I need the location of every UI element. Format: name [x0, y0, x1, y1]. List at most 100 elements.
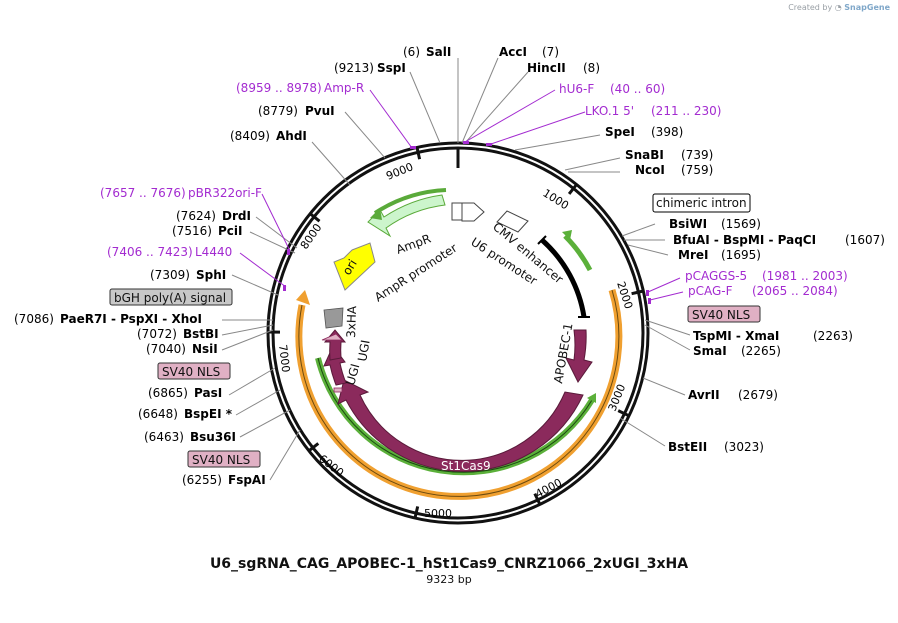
- tick-mark: [415, 147, 422, 160]
- sv40-nls-box-left-1[interactable]: [157, 362, 231, 380]
- enzyme-pos: (6648): [138, 407, 178, 421]
- tick-mark: [413, 506, 420, 519]
- enzyme-name[interactable]: PasI: [194, 386, 222, 400]
- primer-range: (1981 .. 2003): [762, 269, 848, 283]
- enzyme-name[interactable]: AccI: [499, 45, 527, 59]
- tick-label-9000: 9000: [384, 160, 415, 183]
- enzyme-name[interactable]: BstEII: [668, 440, 707, 454]
- enzyme-name[interactable]: SalI: [426, 45, 451, 59]
- enzyme-name[interactable]: SphI: [196, 268, 226, 282]
- enzyme-pos: (2265): [741, 344, 781, 358]
- sv40-nls-box-left-2[interactable]: [187, 450, 261, 468]
- green-small-arc: [563, 234, 593, 272]
- st1cas9-feature[interactable]: [337, 379, 584, 472]
- enzyme-pos: (7516): [172, 224, 212, 238]
- enzyme-pos: (739): [681, 148, 713, 162]
- enzyme-pos: (1695): [721, 248, 761, 262]
- tick-label-4000: 4000: [533, 476, 564, 501]
- enzyme-name[interactable]: Bsu36I: [190, 430, 236, 444]
- enzyme-name[interactable]: TspMI - XmaI: [693, 329, 779, 343]
- tick-mark: [309, 212, 321, 223]
- enzyme-name[interactable]: DrdI: [222, 209, 251, 223]
- primer-name[interactable]: pCAG-F: [688, 284, 733, 298]
- primer-name[interactable]: pBR322ori-F: [188, 186, 262, 200]
- enzyme-pos: (7040): [146, 342, 186, 356]
- tick-label-7000: 7000: [276, 344, 292, 373]
- enzyme-name[interactable]: FspAI: [228, 473, 266, 487]
- sv40-nls-small-1: [333, 387, 343, 393]
- primer-connectors: [239, 89, 684, 301]
- enzyme-name[interactable]: PvuI: [305, 104, 335, 118]
- plasmid-title: U6_sgRNA_CAG_APOBEC-1_hSt1Cas9_CNRZ1066_…: [209, 556, 689, 572]
- orange-bar-arrowhead: [296, 290, 310, 305]
- cmv-enhancer-box: [496, 210, 529, 233]
- enzyme-pos: (398): [651, 125, 683, 139]
- apobec1-label: APOBEC-1: [551, 322, 575, 385]
- primer-range: (7406 .. 7423): [107, 245, 193, 259]
- enzyme-name[interactable]: BspEI *: [184, 407, 233, 421]
- credit-brand: SnapGene: [844, 3, 890, 12]
- enzyme-name[interactable]: NsiI: [192, 342, 218, 356]
- primer-range: (8959 .. 8978): [236, 81, 322, 95]
- enzyme-name[interactable]: SnaBI: [625, 148, 664, 162]
- green-feature-bar-core: [317, 357, 593, 473]
- ampr-label: AmpR: [394, 231, 432, 256]
- tick-mark: [533, 492, 542, 506]
- tick-label-1000: 1000: [540, 187, 571, 213]
- 3xha-label: 3xHA: [344, 305, 359, 338]
- cmv-enhancer-arc: [540, 238, 587, 318]
- tick-mark: [631, 289, 644, 296]
- enzyme-pos: (6865): [148, 386, 188, 400]
- primer-name[interactable]: hU6-F: [559, 82, 594, 96]
- enzyme-labels: (6) SalI AccI (7) HincII (8) (9213) SspI…: [14, 45, 885, 487]
- primer-name[interactable]: Amp-R: [324, 81, 364, 95]
- enzyme-name[interactable]: SmaI: [693, 344, 727, 358]
- enzyme-pos: (759): [681, 163, 713, 177]
- snapgene-logo-icon: ◔: [834, 3, 842, 12]
- enzyme-pos: (6): [403, 45, 420, 59]
- plasmid-map: 1000 2000 3000 4000 5000 6000 7000 8000 …: [14, 45, 885, 525]
- tick-label-5000: 5000: [424, 507, 452, 520]
- enzyme-pos: (6463): [144, 430, 184, 444]
- enzyme-pos: (2679): [738, 388, 778, 402]
- enzyme-name[interactable]: AhdI: [276, 129, 307, 143]
- enzyme-pos: (7): [542, 45, 559, 59]
- enzyme-name[interactable]: AvrII: [688, 388, 720, 402]
- enzyme-name[interactable]: SpeI: [605, 125, 635, 139]
- primer-name[interactable]: L4440: [195, 245, 232, 259]
- ampr-green-arrowhead: [370, 208, 382, 220]
- enzyme-name[interactable]: PciI: [218, 224, 243, 238]
- credit-prefix: Created by: [788, 3, 833, 12]
- enzyme-name[interactable]: NcoI: [635, 163, 665, 177]
- ampr-green-arc: [373, 188, 447, 215]
- primer-range: (40 .. 60): [610, 82, 665, 96]
- tick-marks: [267, 147, 644, 519]
- enzyme-name[interactable]: BfuAI - BspMI - PaqCI: [673, 233, 816, 247]
- bgh-polya-label: bGH poly(A) signal: [114, 291, 226, 305]
- sv40-nls-label-left-1: SV40 NLS: [162, 365, 220, 379]
- enzyme-name[interactable]: SspI: [377, 61, 406, 75]
- primer-name[interactable]: LKO.1 5': [585, 104, 634, 118]
- enzyme-name[interactable]: HincII: [527, 61, 566, 75]
- green-bar-arrowhead: [587, 393, 596, 403]
- enzyme-name[interactable]: MreI: [678, 248, 708, 262]
- chimeric-intron-label: chimeric intron: [656, 196, 747, 210]
- apobec1-feature[interactable]: [565, 329, 593, 383]
- primer-range: (211 .. 230): [651, 104, 721, 118]
- bgh-polya-box[interactable]: [109, 288, 233, 306]
- primer-range: (2065 .. 2084): [752, 284, 838, 298]
- primer-name[interactable]: pCAGGS-5: [685, 269, 747, 283]
- chimeric-intron-box[interactable]: [652, 193, 751, 213]
- enzyme-name[interactable]: BsiWI: [669, 217, 707, 231]
- primer-markers: [283, 141, 651, 304]
- green-small-arrowhead: [562, 230, 572, 240]
- enzyme-name[interactable]: BstBI: [183, 327, 219, 341]
- cmv-enhancer-cap: [537, 235, 547, 245]
- enzyme-name[interactable]: PaeR7I - PspXI - XhoI: [60, 312, 202, 326]
- ori-feature[interactable]: [333, 242, 376, 291]
- 3xha-feature[interactable]: [323, 307, 344, 329]
- enzyme-pos: (7086): [14, 312, 54, 326]
- sv40-nls-box-right[interactable]: [687, 305, 761, 323]
- u6-promoter-feature: [461, 202, 485, 222]
- enzyme-pos: (6255): [182, 473, 222, 487]
